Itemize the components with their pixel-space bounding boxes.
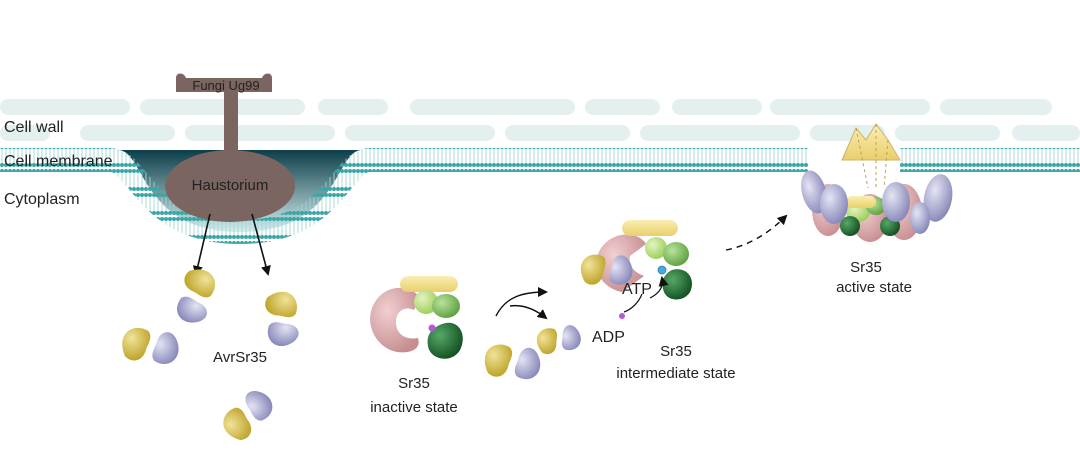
cell-membrane [0, 148, 1080, 245]
fungus [165, 73, 295, 222]
cytoplasm-label: Cytoplasm [4, 191, 80, 208]
activation-arrow [725, 214, 788, 251]
transition-arrow [495, 287, 548, 317]
secretion-arrow [251, 213, 271, 276]
transition-arrow [509, 304, 548, 320]
cell-wall-label: Cell wall [4, 119, 64, 136]
atp-arrow [649, 276, 669, 299]
atp-molecule [657, 265, 667, 275]
inactive-name: Sr35 [398, 375, 430, 392]
cell-membrane-label: Cell membrane [4, 153, 113, 170]
cell-wall [0, 99, 1080, 141]
sr35-inactive [370, 276, 463, 359]
adp-molecule [428, 324, 436, 332]
effector-molecule [217, 382, 278, 448]
effector-label: AvrSr35 [213, 349, 267, 366]
inactive-state: inactive state [370, 399, 458, 416]
intermediate-state: intermediate state [616, 365, 735, 382]
atp-label: ATP [622, 281, 652, 298]
sr35-active [801, 123, 953, 242]
adp-label: ADP [592, 329, 625, 346]
effector-molecule [482, 337, 543, 386]
active-state: active state [836, 279, 912, 296]
effector-molecule [177, 269, 216, 323]
adp-arrow [623, 293, 643, 313]
effector-molecule [532, 316, 585, 363]
effector-molecule [255, 287, 310, 351]
fungi-label: Fungi Ug99 [192, 78, 259, 93]
secretion-arrow [192, 213, 211, 276]
active-name: Sr35 [850, 259, 882, 276]
haustorium-label: Haustorium [192, 177, 269, 194]
effector-molecule [120, 322, 181, 370]
intermediate-name: Sr35 [660, 343, 692, 360]
adp-molecule [619, 313, 625, 319]
haustorium [165, 150, 295, 222]
